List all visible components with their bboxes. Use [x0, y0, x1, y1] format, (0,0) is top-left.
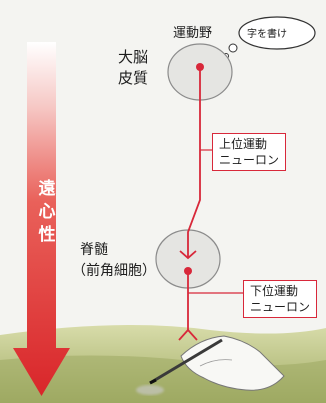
- upper-motor-neuron-box: 上位運動 ニューロン: [212, 133, 287, 171]
- spinal-label: 脊髄 （前角細胞）: [72, 240, 156, 282]
- lower-motor-neuron-box: 下位運動 ニューロン: [243, 280, 318, 318]
- distal-arrow: [13, 42, 70, 396]
- cortex-line-2: 皮質: [118, 69, 149, 87]
- distal-char-1: 遠: [38, 179, 56, 199]
- upper-motor-neuron: [179, 63, 204, 260]
- distal-char-3: 性: [38, 225, 56, 245]
- motor-area-title: 運動野: [173, 26, 213, 41]
- writing-hand: [136, 335, 285, 395]
- upper-box-line-1: 上位運動: [219, 137, 268, 151]
- thought-text: 字を書け: [247, 29, 287, 40]
- distal-char-2: 心: [38, 202, 56, 222]
- distal-label: 遠 心 性: [36, 178, 58, 247]
- upper-box-line-2: ニューロン: [219, 153, 280, 167]
- spinal-line-1: 脊髄: [80, 242, 108, 258]
- spinal-line-2: （前角細胞）: [72, 263, 156, 279]
- cortex-line-1: 大脳: [118, 48, 149, 66]
- lower-box-line-1: 下位運動: [250, 284, 299, 298]
- lower-motor-neuron: [178, 267, 198, 341]
- lower-box-line-2: ニューロン: [250, 300, 311, 314]
- cortex-label: 大脳 皮質: [118, 47, 148, 89]
